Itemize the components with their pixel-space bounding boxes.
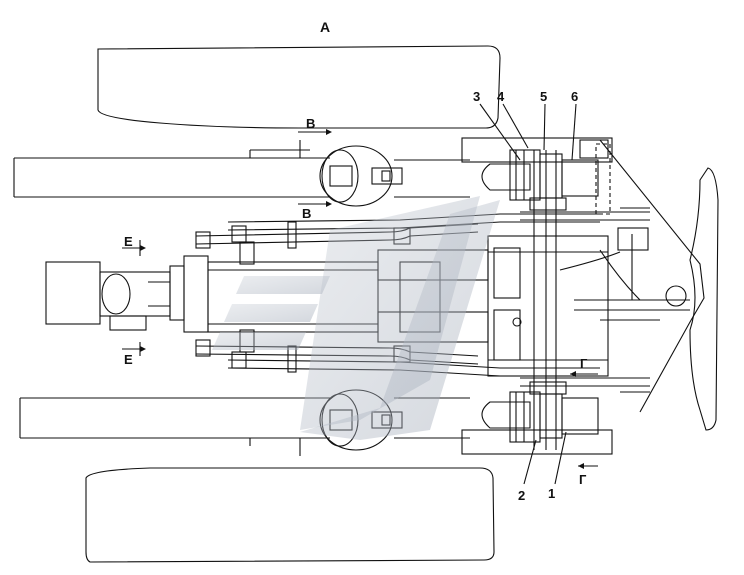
view-title: А xyxy=(320,19,330,35)
callout-6: 6 xyxy=(571,89,578,104)
callout-4: 4 xyxy=(497,89,505,104)
section-e-bottom: Е xyxy=(124,352,133,367)
gearbox-frame xyxy=(461,137,650,455)
upper-wheel-hub xyxy=(319,145,403,207)
section-g-top: Г xyxy=(580,356,588,371)
section-v-top: В xyxy=(306,116,315,131)
section-arrows xyxy=(140,129,584,469)
lower-bearing-group xyxy=(481,381,599,443)
section-g-bottom: Г xyxy=(579,472,587,487)
watermark-logo xyxy=(212,196,500,440)
upper-outer-block xyxy=(97,45,501,129)
v-frame xyxy=(559,139,719,431)
section-v-bottom: В xyxy=(302,206,311,221)
callout-leaders xyxy=(479,103,577,485)
lower-outer-block xyxy=(85,467,495,563)
callout-3: 3 xyxy=(473,89,480,104)
callout-1: 1 xyxy=(548,486,555,501)
upper-beam xyxy=(13,140,470,198)
section-e-top: Е xyxy=(124,234,133,249)
lower-beam xyxy=(19,397,470,456)
callout-2: 2 xyxy=(518,488,525,503)
tow-coupling xyxy=(45,255,209,333)
callout-5: 5 xyxy=(540,89,547,104)
